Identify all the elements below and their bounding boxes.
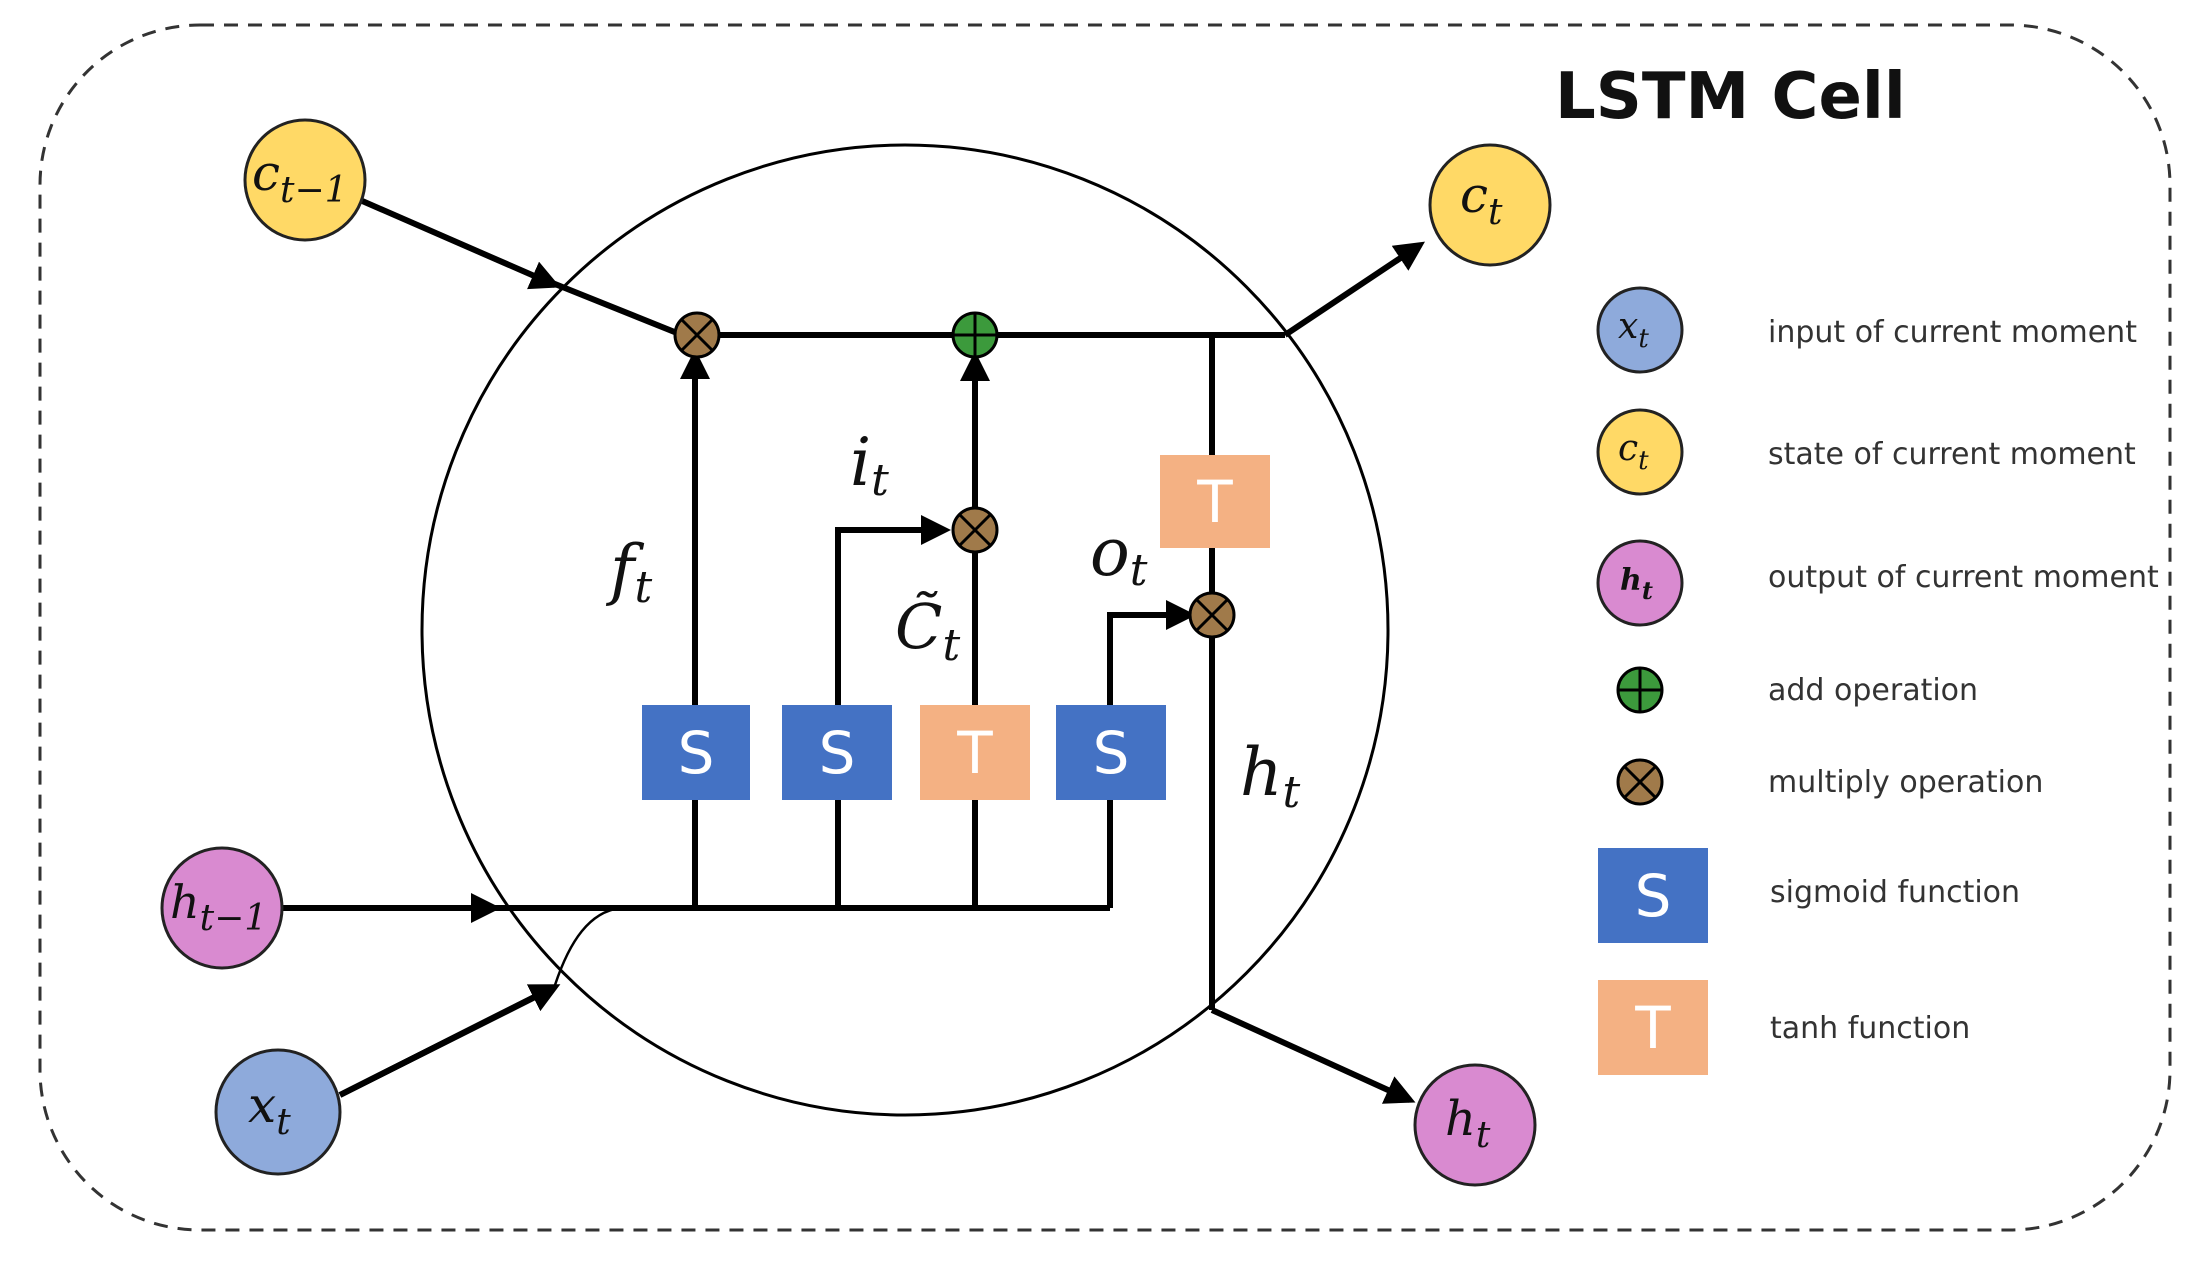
candidate-label: C̃t — [895, 590, 960, 671]
svg-text:T: T — [1634, 994, 1671, 1062]
svg-text:ht: ht — [1445, 1091, 1491, 1156]
cell-boundary — [38, 23, 2172, 1232]
svg-text:S: S — [1635, 862, 1672, 930]
input-label: it — [850, 424, 889, 506]
svg-text:ht−1: ht−1 — [170, 875, 267, 939]
forget-gate-sigmoid: S — [642, 705, 750, 800]
forget-multiply-op — [673, 311, 721, 359]
cell-tanh: T — [1160, 455, 1270, 548]
svg-text:ct: ct — [1460, 166, 1503, 233]
output-multiply-op — [1188, 591, 1236, 639]
node-h-prev: ht−1 — [160, 846, 284, 970]
svg-text:ct−1: ct−1 — [252, 144, 348, 211]
node-c-prev: ct−1 — [243, 118, 367, 242]
legend: xt input of current moment ct state of c… — [1596, 286, 2159, 1075]
svg-text:sigmoid function: sigmoid function — [1770, 875, 2020, 910]
svg-text:T: T — [1196, 468, 1233, 536]
svg-text:T: T — [956, 719, 993, 787]
node-x-input: xt — [214, 1048, 342, 1176]
svg-text:xt: xt — [1618, 306, 1649, 354]
svg-text:S: S — [819, 719, 856, 787]
legend-item-multiply: multiply operation — [1616, 758, 2043, 806]
input-gate-sigmoid: S — [782, 705, 892, 800]
svg-text:S: S — [1093, 719, 1130, 787]
svg-text:ct: ct — [1618, 428, 1649, 476]
svg-text:xt: xt — [248, 1076, 291, 1143]
legend-item-add: add operation — [1616, 666, 1978, 714]
wires — [270, 197, 1425, 1104]
svg-text:state of current moment: state of current moment — [1768, 437, 2136, 472]
svg-text:output of current moment: output of current moment — [1768, 560, 2159, 595]
svg-text:tanh function: tanh function — [1770, 1011, 1970, 1046]
svg-text:ht: ht — [1620, 563, 1653, 605]
legend-item-sigmoid: S sigmoid function — [1598, 848, 2020, 943]
node-c-out: ct — [1428, 143, 1552, 267]
svg-text:input of current moment: input of current moment — [1768, 315, 2137, 350]
legend-item-tanh: T tanh function — [1598, 980, 1970, 1075]
legend-item-c: ct state of current moment — [1596, 408, 2136, 496]
output-gate-sigmoid: S — [1056, 705, 1166, 800]
diagram-title: LSTM Cell — [1555, 60, 1906, 134]
legend-item-h: ht output of current moment — [1596, 539, 2159, 627]
cell-add-op — [951, 311, 999, 359]
node-h-out: ht — [1413, 1063, 1537, 1187]
legend-item-x: xt input of current moment — [1596, 286, 2137, 374]
candidate-gate-tanh: T — [920, 705, 1030, 800]
cell-circle — [420, 143, 1390, 1117]
forget-label: ft — [605, 531, 652, 613]
input-multiply-op — [951, 506, 999, 554]
svg-text:multiply operation: multiply operation — [1768, 765, 2043, 800]
svg-text:S: S — [678, 719, 715, 787]
output-label: ot — [1090, 514, 1148, 596]
hidden-label: ht — [1240, 734, 1301, 818]
svg-text:add operation: add operation — [1768, 673, 1978, 708]
